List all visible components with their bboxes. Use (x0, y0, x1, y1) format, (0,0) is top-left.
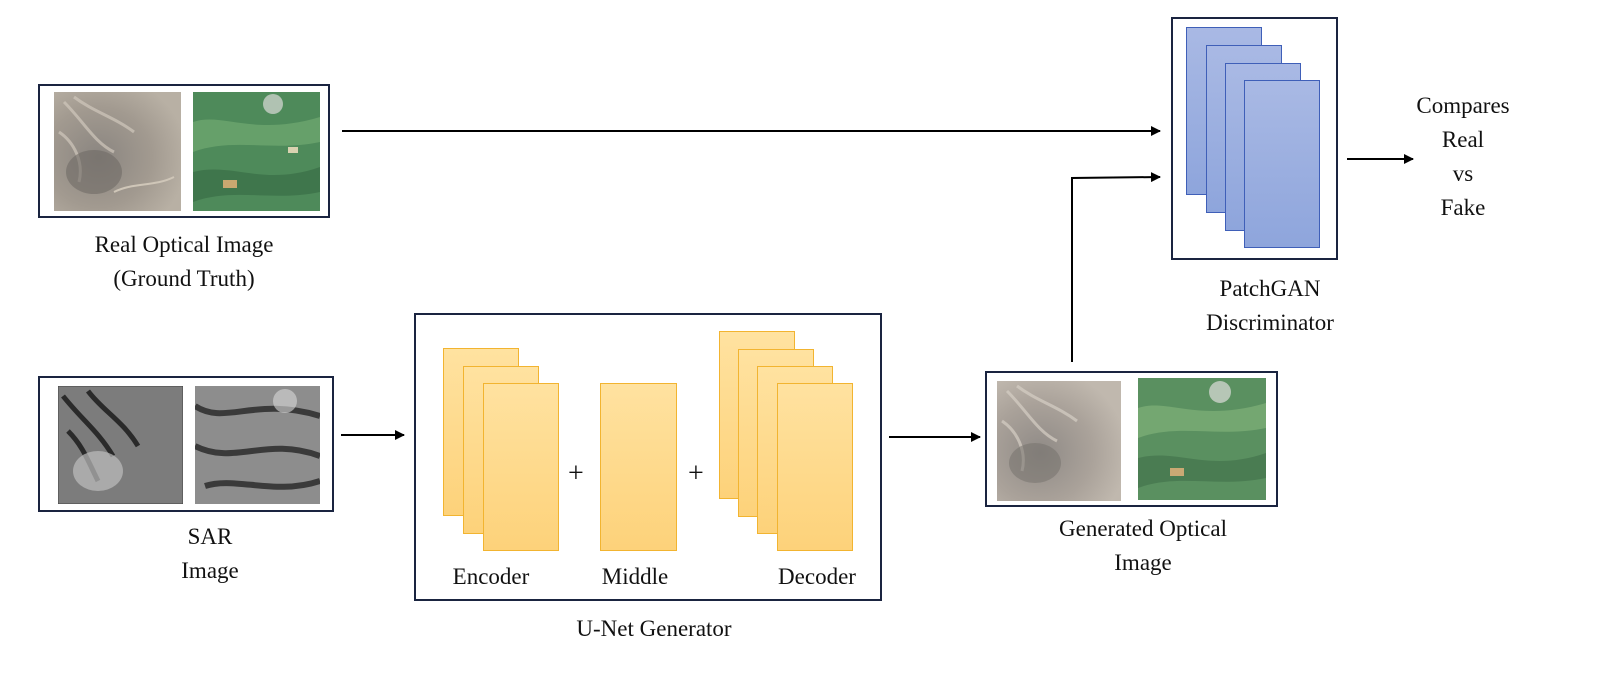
generated-optical-label: Generated Optical Image (993, 512, 1293, 580)
real-optical-panel (38, 84, 330, 218)
sar-panel (38, 376, 334, 512)
discriminator-block-4 (1244, 80, 1320, 248)
real-optical-label: Real Optical Image (Ground Truth) (38, 228, 330, 296)
generated-vegetation-image (1138, 378, 1266, 500)
sar-image-2 (195, 386, 320, 504)
middle-block (600, 383, 677, 551)
patchgan-label: PatchGAN Discriminator (1120, 272, 1420, 340)
arrow-generated-to-discriminator (1071, 172, 1161, 362)
encoder-label: Encoder (452, 564, 530, 589)
output-line3: vs (1452, 161, 1474, 186)
unet-generator-title: U-Net Generator (576, 616, 732, 641)
generated-label-line1: Generated Optical (1059, 516, 1227, 541)
encoder-block-3 (483, 383, 559, 551)
generated-label-line2: Image (1114, 550, 1172, 575)
generated-desert-image (997, 381, 1121, 501)
output-line1: Compares (1416, 93, 1510, 118)
middle-label: Middle (601, 564, 669, 589)
real-optical-label-line2: (Ground Truth) (113, 266, 255, 291)
output-label: Compares Real vs Fake (1393, 89, 1533, 225)
patchgan-label-line2: Discriminator (1206, 310, 1334, 335)
real-optical-vegetation-image (193, 92, 320, 211)
decoder-block-4 (777, 383, 853, 551)
output-line4: Fake (1440, 195, 1486, 220)
sar-image-1 (58, 386, 183, 504)
decoder-label: Decoder (778, 564, 856, 589)
real-optical-desert-image (54, 92, 181, 211)
sar-label: SAR Image (110, 520, 310, 588)
patchgan-label-line1: PatchGAN (1219, 276, 1321, 301)
output-line2: Real (1441, 127, 1485, 152)
plus-symbol-1: + (568, 458, 584, 489)
sar-label-line1: SAR (187, 524, 233, 549)
generated-optical-panel (985, 371, 1278, 507)
plus-symbol-2: + (688, 458, 704, 489)
real-optical-label-line1: Real Optical Image (94, 232, 274, 257)
sar-label-line2: Image (181, 558, 239, 583)
